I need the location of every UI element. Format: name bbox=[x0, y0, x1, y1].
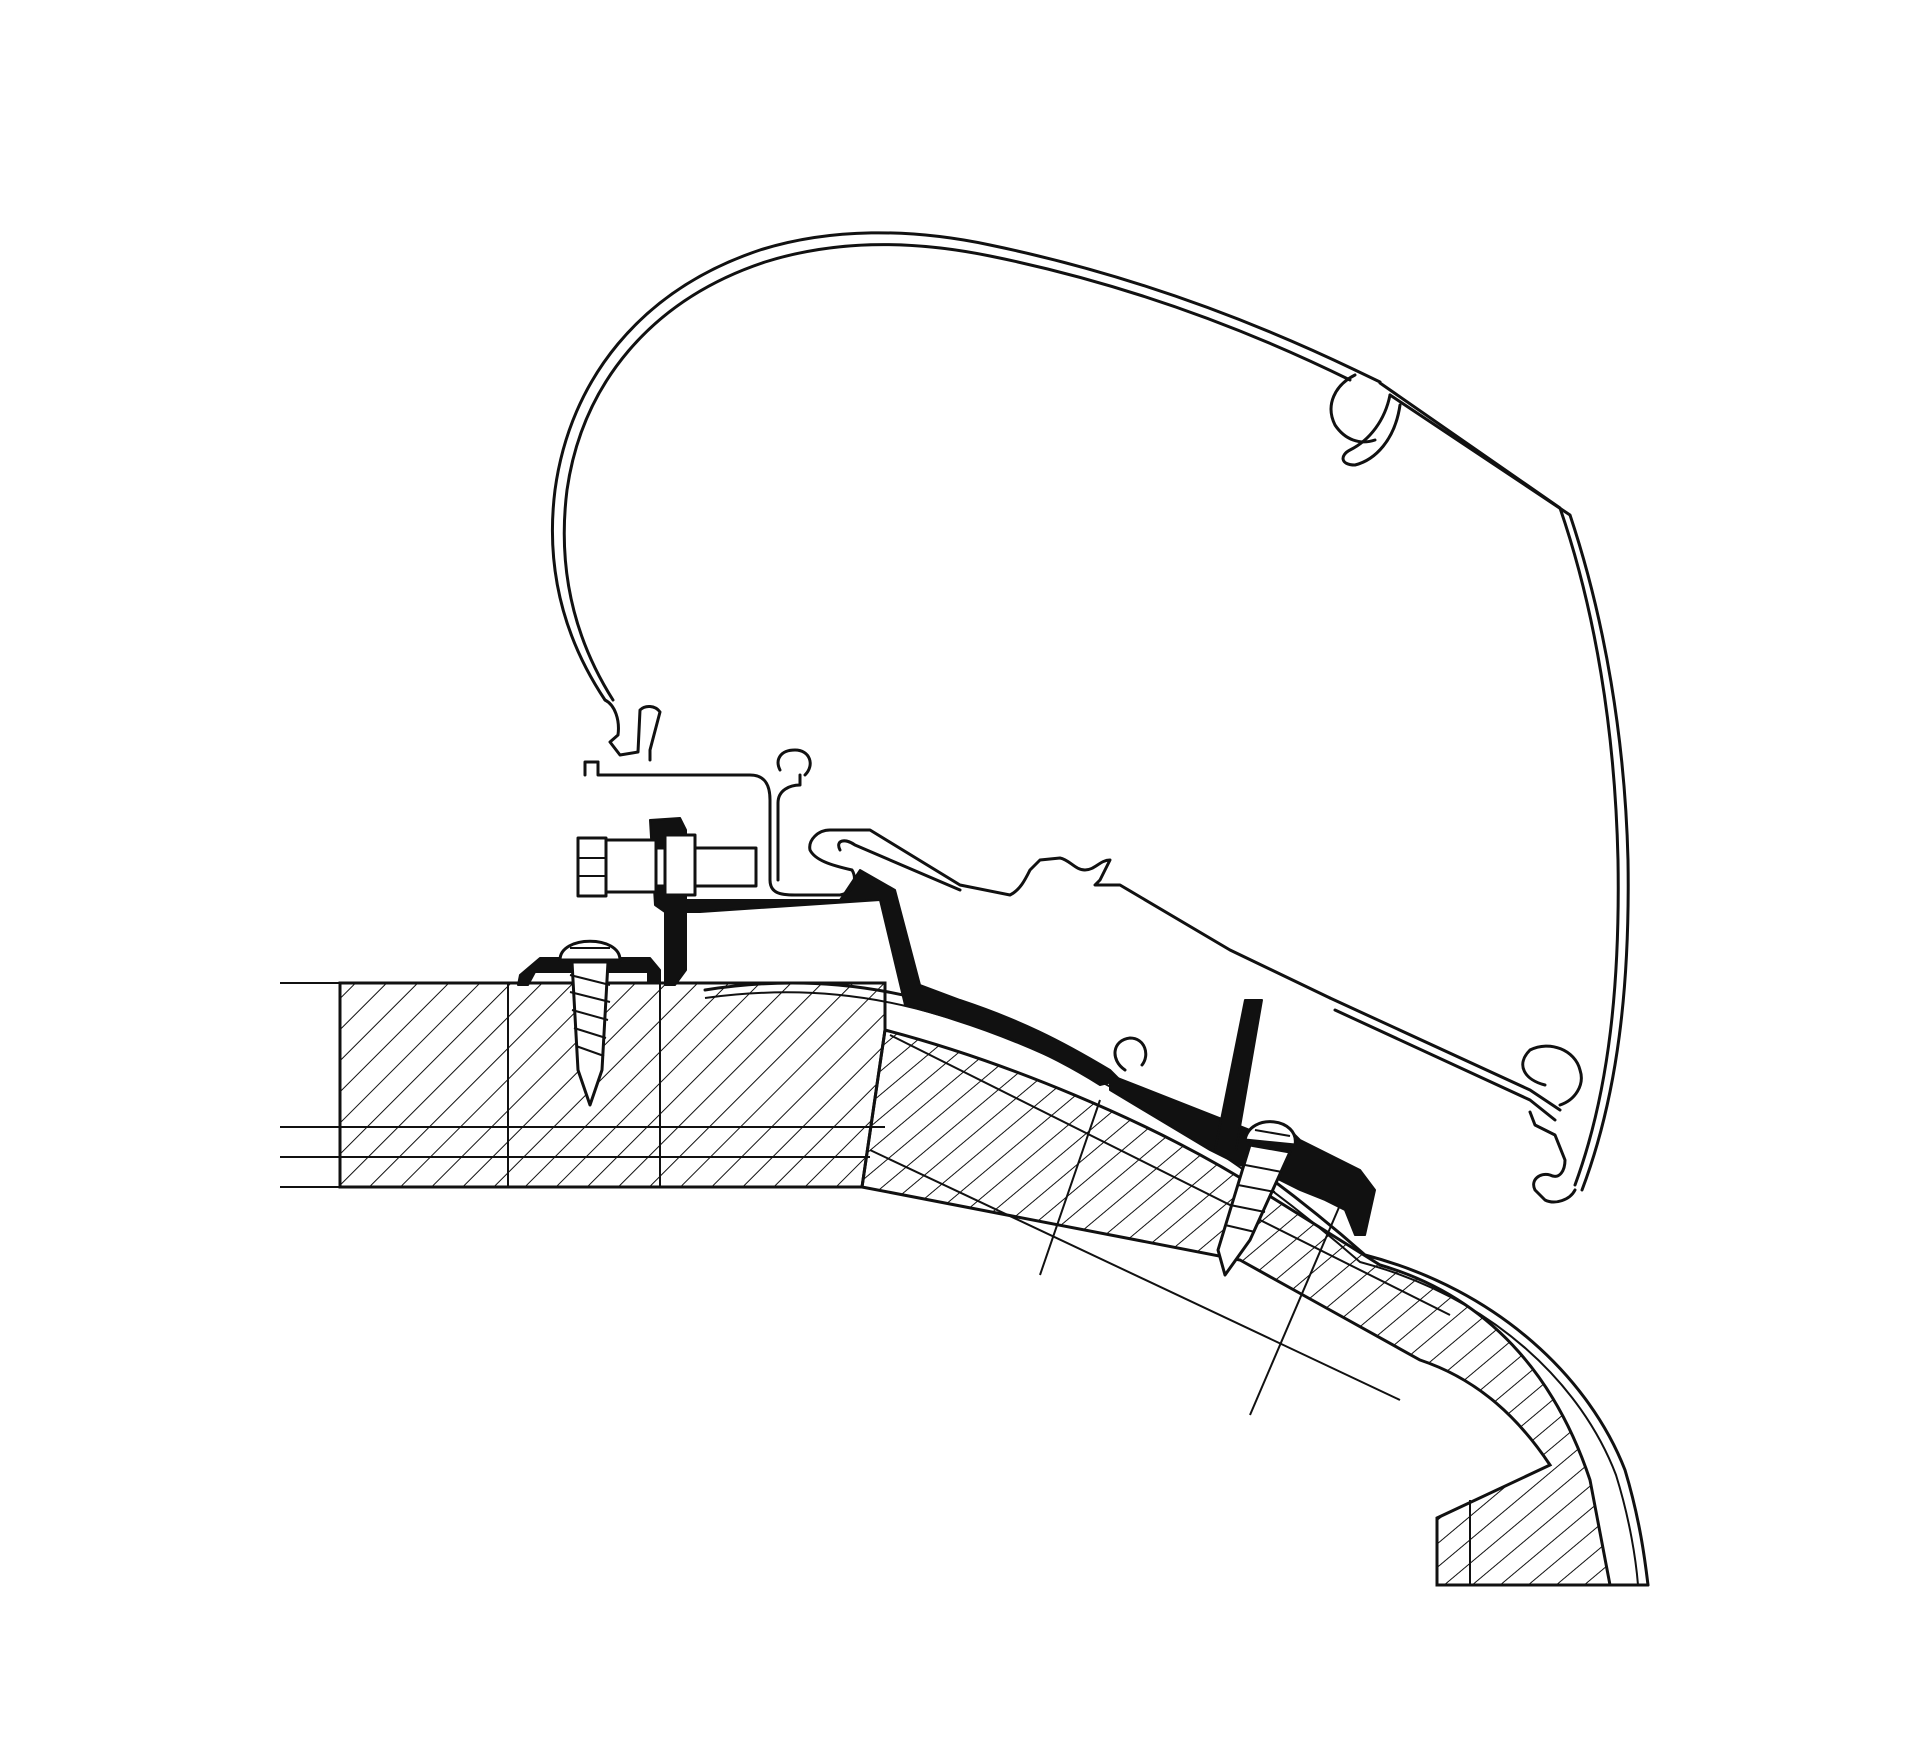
hex-bolt bbox=[576, 833, 758, 898]
awning-cassette bbox=[550, 231, 1630, 1204]
wall-adapter-rail bbox=[583, 748, 1332, 1000]
screw-left bbox=[558, 939, 622, 1107]
roof-slope-section bbox=[860, 1028, 1612, 1587]
screw-right bbox=[1216, 1120, 1297, 1277]
roof-section bbox=[280, 981, 1650, 1587]
